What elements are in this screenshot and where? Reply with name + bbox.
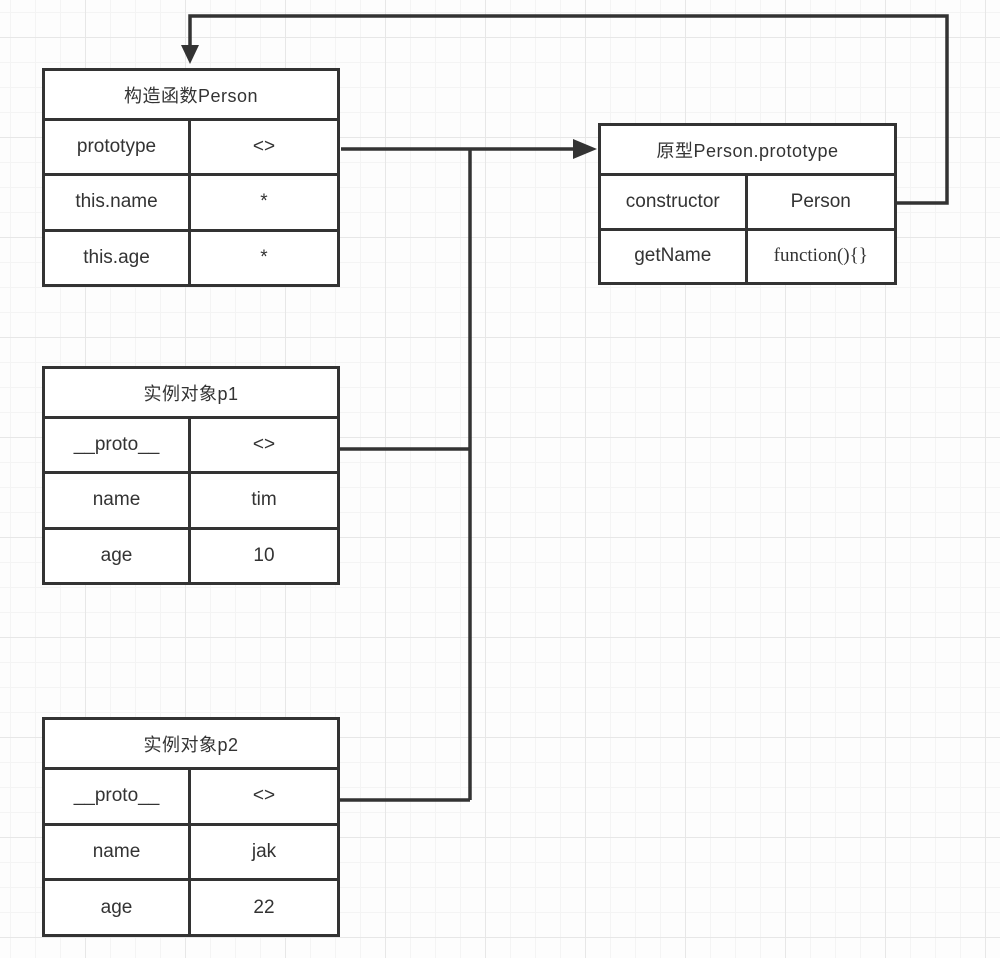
table-row: __proto__ <> xyxy=(45,419,337,475)
row-key: name xyxy=(45,825,191,879)
row-key: this.name xyxy=(45,176,191,229)
constructor-table: 构造函数Person prototype <> this.name * this… xyxy=(42,68,340,287)
arrowhead-down-icon xyxy=(181,45,199,64)
row-value: <> xyxy=(252,785,276,807)
table-row: age 10 xyxy=(45,529,337,582)
row-value: tim xyxy=(251,489,277,511)
row-key: name xyxy=(45,474,191,527)
row-value: * xyxy=(260,191,268,213)
table-row: constructor Person xyxy=(601,176,894,231)
instance-p2-table: 实例对象p2 __proto__ <> name jak age 22 xyxy=(42,717,340,937)
constructor-table-title: 构造函数Person xyxy=(45,71,337,121)
prototype-table: 原型Person.prototype constructor Person ge… xyxy=(598,123,897,285)
table-row: prototype <> xyxy=(45,121,337,177)
row-key: this.age xyxy=(45,231,191,284)
row-value: <> xyxy=(252,434,276,456)
row-value: * xyxy=(260,246,268,268)
row-value: <> xyxy=(252,136,276,158)
row-value: 10 xyxy=(253,544,275,566)
row-value: function(){} xyxy=(773,245,868,267)
table-row: age 22 xyxy=(45,881,337,935)
table-row: __proto__ <> xyxy=(45,770,337,826)
row-key: constructor xyxy=(601,176,748,228)
row-value: jak xyxy=(251,841,277,862)
prototype-table-title: 原型Person.prototype xyxy=(601,126,894,176)
table-row: this.age * xyxy=(45,231,337,284)
instance-p2-table-title: 实例对象p2 xyxy=(45,720,337,770)
row-key: age xyxy=(45,881,191,935)
row-value: Person xyxy=(790,190,851,212)
table-row: name tim xyxy=(45,474,337,530)
instance-p1-table: 实例对象p1 __proto__ <> name tim age 10 xyxy=(42,366,340,585)
row-key: __proto__ xyxy=(45,770,191,823)
instance-p1-table-title: 实例对象p1 xyxy=(45,369,337,419)
row-key: getName xyxy=(601,230,748,282)
row-value: 22 xyxy=(253,896,275,918)
table-row: this.name * xyxy=(45,176,337,232)
row-key: age xyxy=(45,529,191,582)
table-row: name jak xyxy=(45,825,337,882)
row-key: __proto__ xyxy=(45,419,191,472)
row-key: prototype xyxy=(45,121,191,174)
arrowhead-right-icon xyxy=(573,139,597,159)
table-row: getName function(){} xyxy=(601,230,894,282)
